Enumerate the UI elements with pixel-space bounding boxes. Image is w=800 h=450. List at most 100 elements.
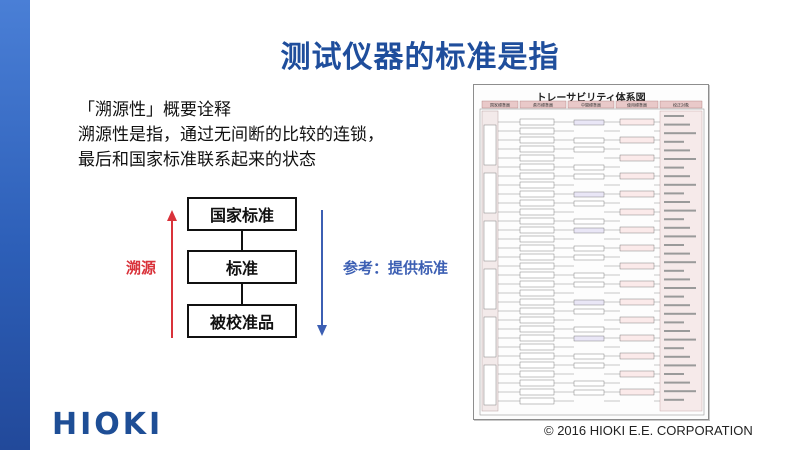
chart-box (619, 136, 655, 144)
chart-box (519, 118, 555, 126)
description-heading: 「溯源性」概要诠释 (78, 100, 231, 120)
chart-box (519, 244, 555, 252)
chart-text-line (664, 278, 690, 281)
chart-text-line (664, 381, 690, 384)
chart-box (573, 164, 605, 171)
chart-box (519, 343, 555, 351)
chart-text-line (664, 252, 690, 255)
chart-box (619, 334, 655, 342)
chart-box (519, 334, 555, 342)
trace-up-arrow-icon (167, 210, 177, 338)
connector-line-2 (241, 284, 243, 304)
chart-box (519, 307, 555, 315)
chart-text-line (664, 373, 684, 375)
description-line-2: 最后和国家标准联系起来的状态 (78, 150, 316, 170)
chart-text-line (664, 261, 696, 264)
chart-text-line (664, 218, 684, 221)
chart-box (573, 218, 605, 225)
chart-box (519, 379, 555, 387)
chart-box (573, 272, 605, 279)
chart-box (573, 326, 605, 333)
chart-box (619, 172, 655, 180)
chart-box (619, 298, 655, 306)
chart-text-line (664, 398, 684, 401)
chart-box (519, 199, 555, 207)
chart-box (519, 145, 555, 153)
chart-column-header-label: 国家標準器 (490, 102, 510, 108)
chart-text-line (664, 209, 696, 212)
chart-box (519, 235, 555, 243)
chart-column-header (481, 100, 519, 109)
description-block: 「溯源性」概要诠释 溯源性是指，通过无间断的比较的连锁， 最后和国家标准联系起来… (78, 98, 458, 173)
chart-box (619, 316, 655, 324)
chart-box (619, 262, 655, 270)
slide-title: 测试仪器的标准是指 (280, 40, 560, 75)
chart-box (519, 163, 555, 171)
chart-box (519, 361, 555, 369)
chart-box (619, 208, 655, 216)
description-line-1: 溯源性是指，通过无间断的比较的连锁， (78, 125, 384, 145)
chart-text-line (664, 347, 684, 350)
chart-box (573, 362, 605, 369)
chart-box (573, 173, 605, 180)
node-calibrated-item: 被校准品 (187, 304, 297, 338)
chart-box (519, 370, 555, 378)
chart-box (573, 299, 605, 306)
reference-label: 参考：提供标准 (343, 259, 449, 277)
chart-text-line (664, 192, 684, 195)
trace-label: 溯源 (126, 259, 157, 277)
chart-box (519, 253, 555, 261)
traceability-chart-title: トレーサビリティ体系図 (536, 93, 646, 104)
chart-text-line (664, 149, 690, 152)
chart-box (619, 190, 655, 198)
chart-column-header-label: 県市標準器 (533, 102, 553, 108)
chart-column-header-label: 使用標準器 (627, 102, 647, 108)
chart-box (519, 280, 555, 288)
chart-column-header (519, 100, 567, 109)
copyright-text: © 2016 HIOKI E.E. CORPORATION (544, 423, 753, 438)
chart-box (573, 119, 605, 126)
chart-box (483, 220, 497, 262)
chart-box (619, 352, 655, 360)
node-national-standard: 国家标准 (187, 197, 297, 231)
chart-box (573, 254, 605, 261)
chart-text-line (664, 132, 696, 135)
chart-box (519, 217, 555, 225)
chart-box (519, 181, 555, 189)
chart-text-line (664, 166, 684, 169)
chart-box (619, 244, 655, 252)
chart-box (483, 268, 497, 310)
chart-box (519, 325, 555, 333)
chart-box (573, 389, 605, 396)
chart-text-line (664, 183, 696, 186)
chart-box (483, 316, 497, 358)
chart-box (619, 388, 655, 396)
chart-text-line (664, 244, 684, 246)
chart-box (573, 191, 605, 198)
chart-box (483, 172, 497, 214)
chart-text-line (664, 390, 696, 393)
chart-text-line (664, 158, 696, 160)
chart-box (573, 335, 605, 342)
chart-box (573, 380, 605, 387)
chart-box (573, 245, 605, 252)
chart-column-header (615, 100, 659, 109)
chart-text-line (664, 364, 696, 367)
chart-box (483, 124, 497, 166)
chart-text-line (664, 269, 684, 272)
chart-text-line (664, 338, 696, 341)
chart-box (519, 190, 555, 198)
chart-box (519, 127, 555, 135)
chart-box (573, 353, 605, 360)
chart-box (573, 308, 605, 315)
chart-box (519, 262, 555, 270)
chart-text-line (664, 287, 696, 289)
chart-box (519, 136, 555, 144)
node-standard: 标准 (187, 250, 297, 284)
chart-text-line (664, 115, 684, 117)
chart-box (619, 226, 655, 234)
traceability-chart-graphic: 国家標準器県市標準器中間標準器使用標準器校正対象 (479, 100, 705, 416)
chart-box (573, 227, 605, 234)
chart-column-header-label: 中間標準器 (581, 102, 601, 108)
chart-box (519, 172, 555, 180)
